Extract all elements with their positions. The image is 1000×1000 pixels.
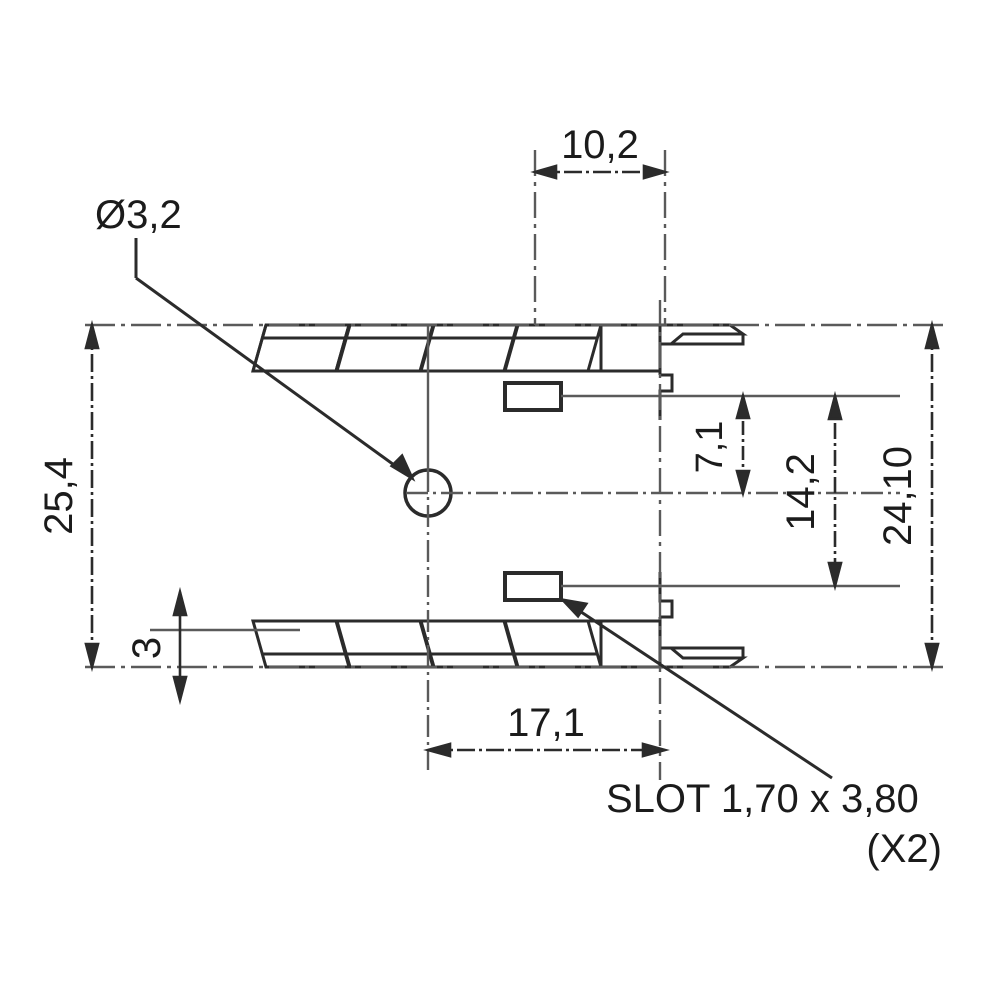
slot-callout-label-line2: (X2)	[866, 827, 942, 871]
dimension-25-4	[84, 319, 100, 673]
dimension-label-7-1: 7,1	[689, 421, 731, 474]
dimension-7-1	[735, 391, 751, 498]
dimension-label-17-1: 17,1	[507, 701, 585, 745]
dimension-17-1	[423, 742, 670, 758]
slot-callout-leader	[558, 597, 833, 780]
slot-rectangle-bottom	[503, 571, 563, 602]
dimension-24-10	[924, 319, 940, 673]
hole-callout-label: Ø3,2	[95, 193, 182, 237]
top-right-flange	[658, 323, 748, 346]
bottom-body-shoulder	[588, 572, 674, 669]
dimension-label-14-2: 14,2	[779, 453, 823, 531]
bottom-right-flange	[658, 646, 748, 669]
dimension-label-10-2: 10,2	[561, 123, 639, 167]
slot-rectangle-top	[503, 381, 563, 412]
dimension-14-2	[827, 390, 843, 592]
centerlines	[85, 150, 945, 780]
dimension-label-24-10: 24,10	[876, 446, 920, 546]
slot-callout-label-line1: SLOT 1,70 x 3,80	[606, 777, 919, 821]
hole-callout-leader	[134, 238, 416, 482]
dimension-label-25-4: 25,4	[37, 457, 81, 535]
dimension-10-2	[530, 164, 670, 180]
dimension-label-3: 3	[125, 637, 169, 659]
dimension-3	[172, 586, 188, 706]
